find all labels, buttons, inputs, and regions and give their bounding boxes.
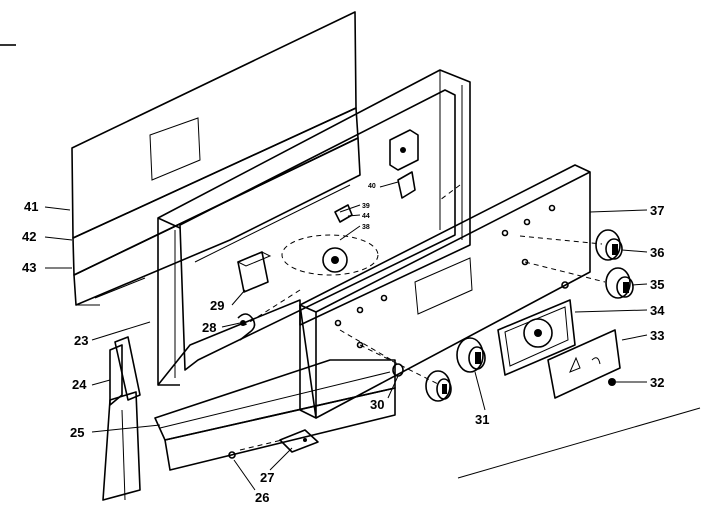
- callout-32: 32: [650, 375, 664, 390]
- connector-28: [237, 313, 256, 341]
- knob-36: [595, 229, 623, 261]
- callout-labels: 41 42 43 23 24 25 26 27 28 29 30 31 32 3…: [22, 183, 665, 505]
- callout-35: 35: [650, 277, 664, 292]
- rear-panel: [71, 11, 361, 306]
- callout-28: 28: [202, 320, 216, 335]
- bottom-rail: [154, 359, 396, 471]
- callout-39: 39: [362, 203, 370, 210]
- callout-31: 31: [475, 412, 489, 427]
- clock-34: [497, 299, 576, 376]
- callout-40: 40: [368, 183, 376, 190]
- component-39: [397, 171, 416, 199]
- timer-motor-38: [281, 234, 379, 276]
- callout-44: 44: [362, 213, 370, 220]
- screw-26: [228, 439, 283, 459]
- leader-lines: [44, 181, 648, 491]
- side-bracket: [102, 336, 141, 501]
- callout-34: 34: [650, 303, 665, 318]
- clip-27: [279, 429, 319, 453]
- callout-25: 25: [70, 425, 84, 440]
- callout-41: 41: [24, 199, 38, 214]
- switch-40: [389, 129, 419, 171]
- frame: [157, 69, 471, 386]
- reference-line: [457, 407, 701, 479]
- relay-29: [236, 251, 272, 293]
- knob-31: [456, 337, 486, 373]
- callout-43: 43: [22, 260, 36, 275]
- callout-33: 33: [650, 328, 664, 343]
- control-panel: [299, 164, 591, 419]
- callout-36: 36: [650, 245, 664, 260]
- alignment-lines: [244, 184, 606, 386]
- callout-37: 37: [650, 203, 664, 218]
- callout-38: 38: [362, 224, 370, 231]
- lens-33: [547, 329, 621, 399]
- callout-30: 30: [370, 397, 384, 412]
- callout-24: 24: [72, 377, 87, 392]
- callout-42: 42: [22, 229, 36, 244]
- knob-lower: [425, 370, 452, 402]
- callout-26: 26: [255, 490, 269, 505]
- callout-27: 27: [260, 470, 274, 485]
- knob-35: [605, 267, 634, 299]
- callout-23: 23: [74, 333, 88, 348]
- screw-32: [608, 378, 616, 386]
- callout-29: 29: [210, 298, 224, 313]
- bracket-44: [334, 204, 353, 223]
